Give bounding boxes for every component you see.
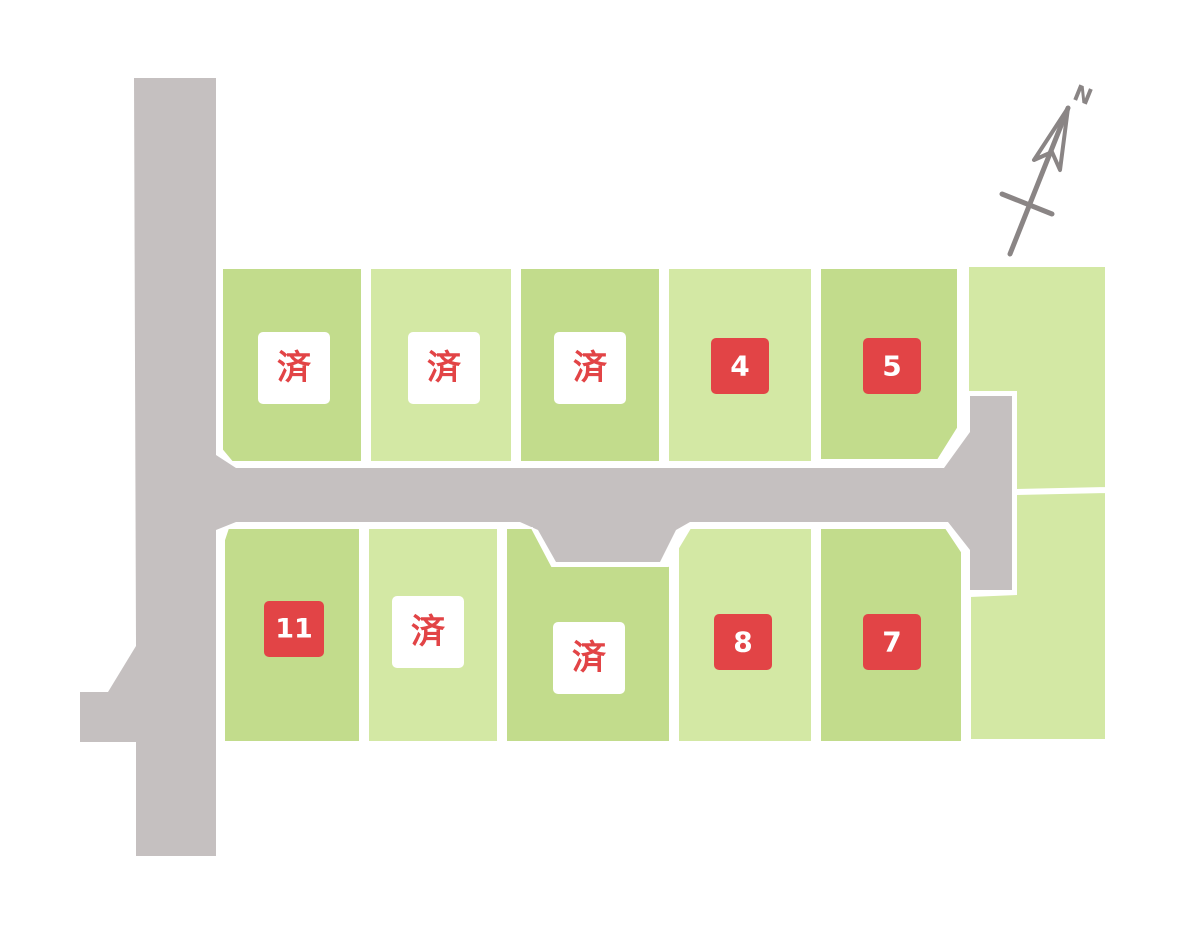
lot-12[interactable] (969, 490, 1107, 741)
north-arrow-icon: N (999, 81, 1096, 257)
lot-5-label: 5 (882, 350, 901, 383)
lot-3-label: 済 (573, 348, 608, 388)
lot-11-label: 11 (275, 614, 313, 645)
lot-10-badge[interactable]: 済 (392, 596, 464, 668)
lots (221, 265, 1107, 743)
lot-10-label: 済 (411, 612, 446, 652)
lot-11-badge[interactable]: 11 (264, 601, 324, 657)
lot-3-badge[interactable]: 済 (554, 332, 626, 404)
lot-8-label: 8 (733, 626, 752, 659)
lot-9-badge[interactable]: 済 (553, 622, 625, 694)
lot-2-badge[interactable]: 済 (408, 332, 480, 404)
lot-2-label: 済 (427, 348, 462, 388)
lot-5-badge[interactable]: 5 (863, 338, 921, 394)
roads (80, 78, 1012, 856)
lot-8-badge[interactable]: 8 (714, 614, 772, 670)
lot-4-badge[interactable]: 4 (711, 338, 769, 394)
lot-9-label: 済 (572, 638, 607, 678)
lot-6[interactable] (967, 265, 1107, 492)
lot-badges: 済 済 済 4 5 7 8 済 (258, 332, 921, 694)
north-label: N (1069, 81, 1095, 111)
lot-1-label: 済 (277, 348, 312, 388)
lot-4-label: 4 (730, 350, 749, 383)
lot-7-badge[interactable]: 7 (863, 614, 921, 670)
lot-1-badge[interactable]: 済 (258, 332, 330, 404)
main-road (80, 78, 216, 856)
lot-7-label: 7 (882, 626, 901, 659)
side-street (216, 396, 1012, 590)
